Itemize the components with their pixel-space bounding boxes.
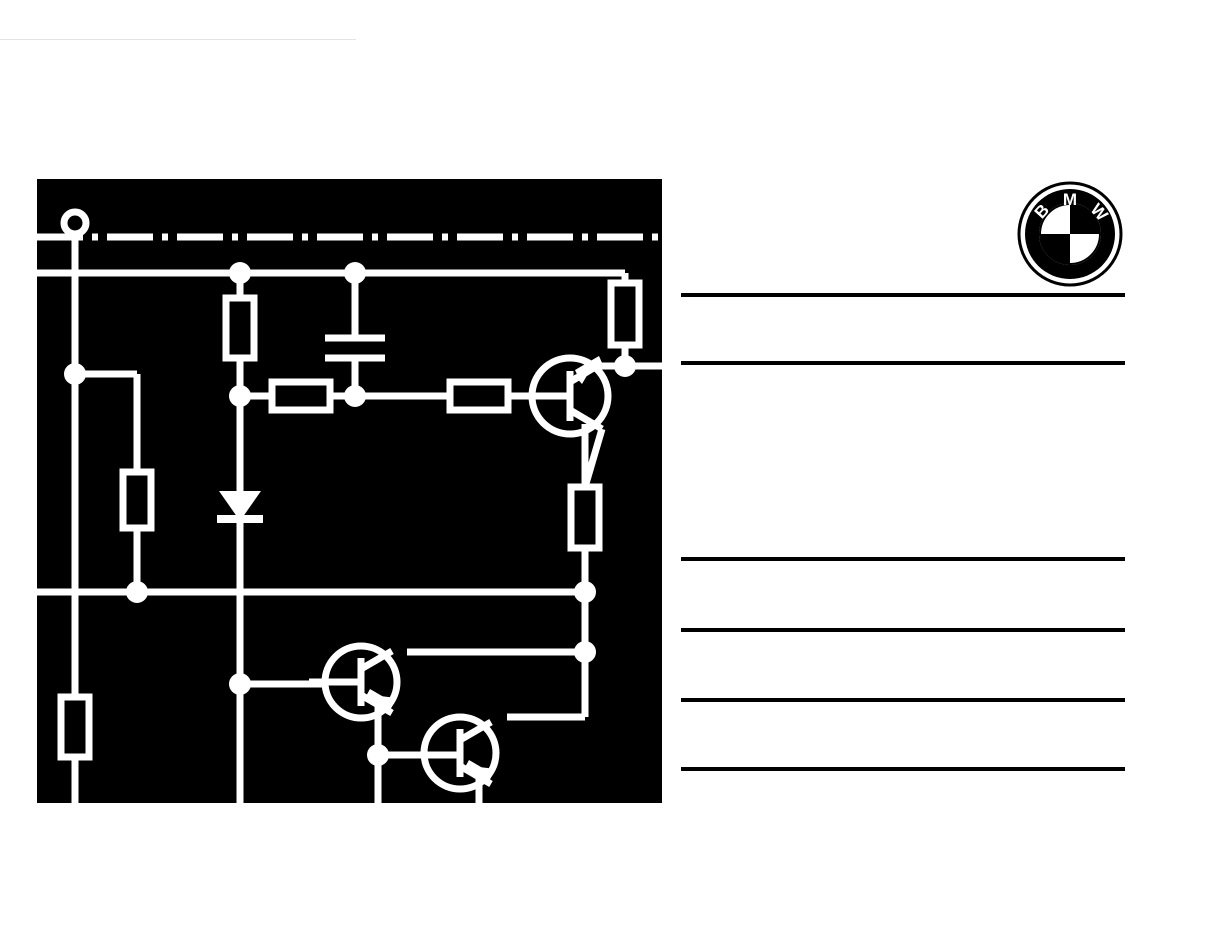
resistor-r5-body (57, 693, 93, 761)
q1-collector-lead (568, 406, 604, 433)
note-rule-5 (681, 698, 1125, 702)
roundel-outer-ring (1017, 181, 1123, 287)
junction-dot (344, 262, 366, 284)
roundel-quadrant-nw (1040, 204, 1070, 234)
junction-dot (614, 355, 636, 377)
q1-envelope (528, 354, 612, 438)
circuit-diagram-panel (37, 179, 662, 803)
input-terminal-ring (60, 208, 90, 238)
note-rule-3 (681, 557, 1125, 561)
note-rule-6 (681, 767, 1125, 771)
top-divider (0, 39, 356, 40)
roundel-quadrant-sw (1040, 234, 1070, 264)
note-rule-1 (681, 293, 1125, 297)
bmw-roundel-svg: B M W (1017, 181, 1123, 287)
junction-dot (229, 262, 251, 284)
junction-dot (229, 385, 251, 407)
note-rule-4 (681, 628, 1125, 632)
junction-dot (229, 673, 251, 695)
q3-arrow-head (479, 767, 496, 783)
resistor-r4-body (567, 483, 603, 552)
bmw-logo: B M W (1017, 181, 1123, 287)
junction-dot (367, 744, 389, 766)
resistor-r1-body (222, 294, 258, 362)
q1-emitter-arrow (575, 356, 603, 379)
junction-dot (574, 641, 596, 663)
junction-dot (64, 363, 86, 385)
q1-arrow-head (574, 372, 589, 384)
junction-dot (574, 581, 596, 603)
diode-triangle (219, 491, 261, 521)
resistor-r7-body (446, 378, 512, 414)
circuit-schematic-svg (37, 208, 662, 803)
roundel-hub-outline (1039, 203, 1101, 265)
junction-dot-group (64, 262, 636, 766)
roundel-quadrant-se (1070, 234, 1100, 264)
q2-collector-lead (359, 647, 394, 673)
resistor-r6-body (268, 378, 334, 414)
roundel-letter-m: M (1063, 190, 1077, 209)
q3-collector-lead (458, 718, 493, 744)
resistor-r2-body (607, 279, 643, 349)
resistor-r3-body (119, 468, 155, 532)
note-rule-2 (681, 361, 1125, 365)
junction-dot (126, 581, 148, 603)
roundel-quadrant-ne (1070, 204, 1100, 234)
q2-arrow-head (380, 696, 397, 712)
junction-dot (344, 385, 366, 407)
